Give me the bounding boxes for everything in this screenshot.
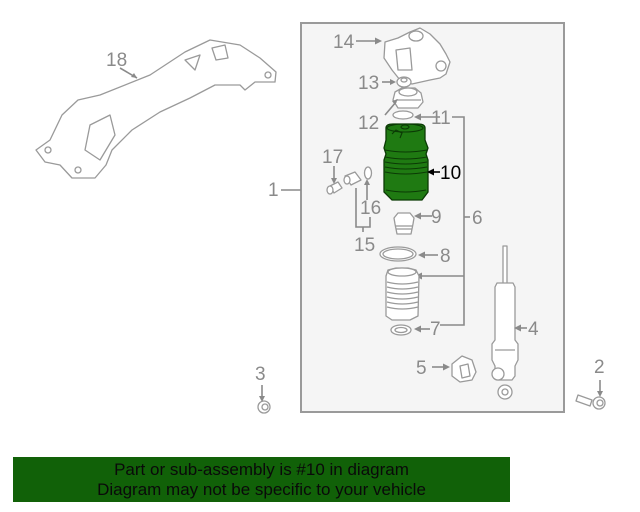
part-12-bearing[interactable] [392, 87, 424, 109]
callout-9[interactable]: 9 [431, 207, 442, 228]
callout-1[interactable]: 1 [268, 180, 279, 201]
callout-18[interactable]: 18 [106, 50, 127, 71]
callout-8[interactable]: 8 [440, 246, 451, 267]
callout-7[interactable]: 7 [430, 319, 441, 340]
callout-16[interactable]: 16 [360, 198, 381, 219]
callout-10[interactable]: 10 [440, 163, 461, 184]
callout-13[interactable]: 13 [358, 73, 379, 94]
callout-14[interactable]: 14 [333, 32, 355, 53]
callout-12[interactable]: 12 [358, 113, 379, 134]
callout-3[interactable]: 3 [255, 364, 266, 385]
part-11-ring[interactable] [392, 110, 414, 120]
part-10-air-spring[interactable] [383, 123, 429, 201]
callout-5[interactable]: 5 [416, 358, 427, 379]
callout-17[interactable]: 17 [322, 147, 343, 168]
part-7-ring[interactable] [390, 324, 412, 336]
part-3-nut[interactable] [257, 400, 271, 414]
callout-11[interactable]: 11 [431, 108, 451, 129]
part-13-nut[interactable] [396, 76, 412, 88]
part-5-bracket[interactable] [451, 355, 477, 383]
part-16-ring[interactable] [363, 166, 373, 180]
part-info-banner: Part or sub-assembly is #10 in diagram D… [13, 457, 510, 502]
callout-4[interactable]: 4 [528, 319, 539, 340]
assembly-box [300, 22, 565, 413]
part-14-upper-mount[interactable] [383, 27, 451, 85]
part-18-crossmember[interactable] [35, 39, 277, 179]
callout-6[interactable]: 6 [472, 208, 483, 229]
part-4-shock-absorber[interactable] [491, 245, 519, 400]
banner-line-1: Part or sub-assembly is #10 in diagram [114, 460, 409, 479]
part-9-bump-stop[interactable] [393, 212, 415, 235]
part-15-connector[interactable] [343, 171, 362, 186]
part-2-bolt[interactable] [575, 394, 606, 410]
callout-2[interactable]: 2 [594, 357, 605, 378]
part-17-fitting[interactable] [326, 181, 343, 195]
part-dust-boot[interactable] [385, 267, 420, 321]
banner-line-2: Diagram may not be specific to your vehi… [97, 480, 426, 499]
part-8-clamp[interactable] [379, 246, 417, 262]
callout-15[interactable]: 15 [354, 235, 375, 256]
